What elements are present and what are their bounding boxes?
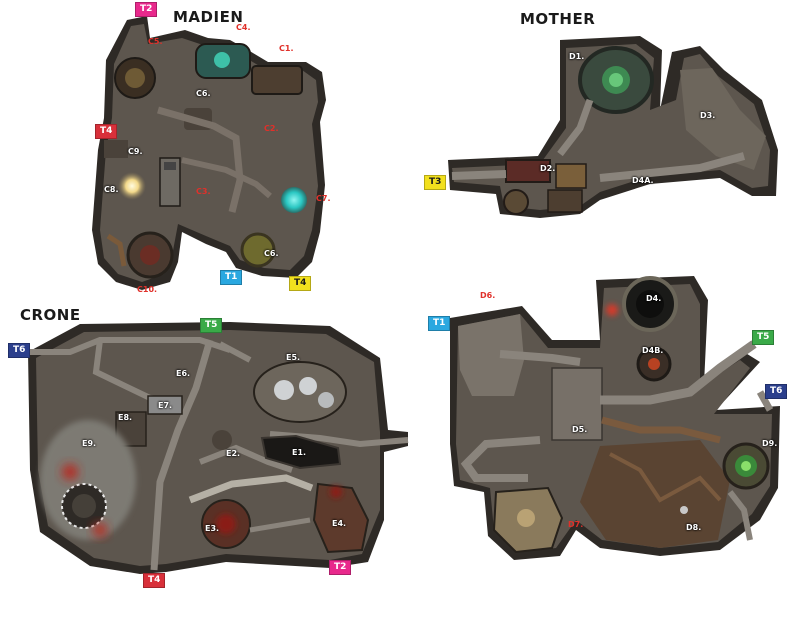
tag-t5-southeast: T5 [752, 330, 775, 345]
room-label-d1: D1. [569, 52, 585, 61]
tag-t5-crone: T5 [200, 318, 223, 333]
room-label-c7: C7. [316, 194, 331, 203]
madien-room-c7 [281, 187, 307, 213]
southeast-room-d5 [551, 367, 603, 441]
mother-map [448, 36, 778, 218]
madien-room-c8 [118, 172, 146, 200]
tag-t2-crone: T2 [329, 560, 352, 575]
room-label-c10: C10. [137, 285, 158, 294]
room-label-d5: D5. [572, 425, 588, 434]
region-title-mother: MOTHER [520, 10, 596, 28]
southeast-corridor-loop [460, 436, 541, 482]
tag-t6-crone: T6 [8, 343, 31, 358]
room-label-d7: D7. [568, 520, 584, 529]
mother-room-d2 [505, 159, 551, 183]
madien-map [92, 16, 326, 290]
room-label-d2: D2. [540, 164, 556, 173]
mother-room-d3 [680, 68, 766, 170]
room-label-e2: E2. [226, 449, 241, 458]
crone-room-e5 [253, 361, 347, 423]
room-label-e3: E3. [205, 524, 220, 533]
room-label-c6-south: C6. [264, 249, 279, 258]
room-label-e9: E9. [82, 439, 97, 448]
room-label-e6: E6. [176, 369, 191, 378]
tag-t1-madien: T1 [220, 270, 243, 285]
southeast-room-d6 [458, 314, 524, 396]
room-label-c4: C4. [236, 23, 251, 32]
crone-corridor-e2 [198, 444, 293, 473]
room-label-c5: C5. [148, 37, 163, 46]
southeast-corridor-d5-east [600, 340, 757, 405]
room-label-d6: D6. [480, 291, 496, 300]
tag-t6-southeast: T6 [765, 384, 788, 399]
madien-room-c6-south [240, 232, 276, 268]
mother-corridor-d1 [557, 98, 594, 157]
room-label-c8: C8. [104, 185, 119, 194]
room-label-c6-north: C6. [196, 89, 211, 98]
madien-room-c1 [251, 65, 303, 95]
room-label-d8: D8. [686, 523, 702, 532]
room-label-d4b: D4B. [642, 346, 664, 355]
tag-t4-madien-east: T4 [289, 276, 312, 291]
room-label-c2: C2. [264, 124, 279, 133]
room-label-c9: C9. [128, 147, 143, 156]
southeast-map [450, 276, 780, 560]
crone-corridor-e6 [150, 339, 214, 571]
mother-corridor-d4a [599, 152, 746, 182]
crone-room-e4 [312, 482, 370, 554]
room-label-c3: C3. [196, 187, 211, 196]
madien-corridor [157, 106, 244, 213]
southeast-corridor-d9 [727, 490, 753, 541]
room-label-e7: E7. [158, 401, 173, 410]
room-label-d4a: D4A. [632, 176, 654, 185]
tag-t3-mother: T3 [424, 175, 447, 190]
room-label-e4: E4. [332, 519, 347, 528]
region-title-crone: CRONE [20, 306, 81, 324]
crone-corridor-mid [188, 474, 314, 504]
room-label-d4: D4. [646, 294, 662, 303]
southeast-corridor-d6 [499, 350, 581, 366]
crone-map [28, 322, 409, 574]
tag-t4-madien-west: T4 [95, 124, 118, 139]
room-label-d3: D3. [700, 111, 716, 120]
crone-room-e7 [147, 395, 183, 415]
tag-t1-southeast: T1 [428, 316, 451, 331]
tag-t2-madien: T2 [135, 2, 158, 17]
room-label-e1: E1. [292, 448, 307, 457]
madien-room-c9 [104, 140, 128, 158]
crone-room-e1 [260, 434, 342, 470]
southeast-corridor-d8 [601, 416, 721, 444]
room-label-c1: C1. [279, 44, 294, 53]
room-label-e8: E8. [118, 413, 133, 422]
region-title-madien: MADIEN [173, 8, 244, 26]
tag-t4-crone: T4 [143, 573, 166, 588]
room-label-d9: D9. [762, 439, 778, 448]
room-label-e5: E5. [286, 353, 301, 362]
crone-room-e2 [212, 430, 232, 450]
